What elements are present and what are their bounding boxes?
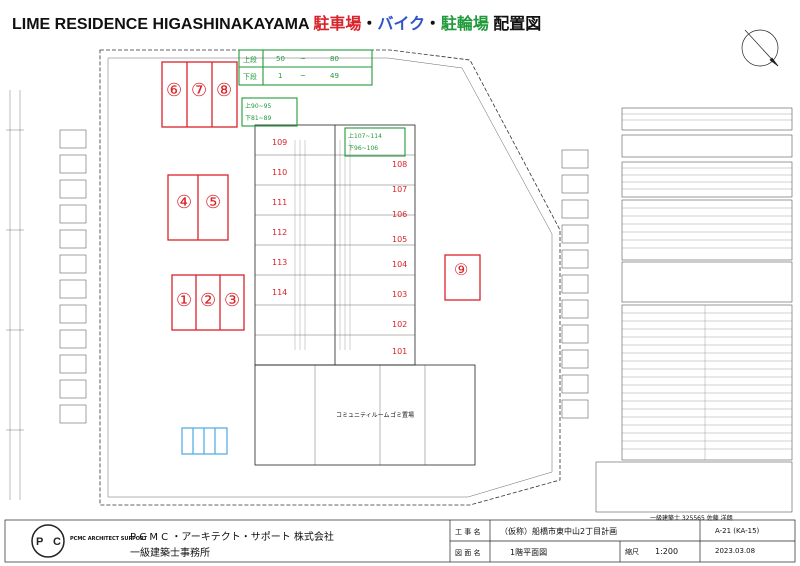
trash-area: ゴミ置場 [390,412,415,419]
svg-text:P: P [36,536,43,548]
parking-space-9: ⑨ [454,262,469,279]
bike-row1-to: 80 [330,55,339,63]
car-parking-top [161,61,238,128]
site-boundary [99,49,561,506]
parking-space-3: ③ [224,290,241,310]
scale-label: 縮尺 [625,548,639,556]
unit-107: 107 [392,185,408,194]
title-bicycle: 駐輪場 [440,16,489,33]
legend-rows [622,113,792,460]
legend-panels [595,107,793,513]
unit-105: 105 [392,235,408,244]
unit-101: 101 [392,347,408,356]
unit-114: 114 [272,288,288,297]
community-room: コミュニティルーム [336,412,390,419]
parking-space-5: ⑤ [205,192,222,212]
company-logo: P C [31,524,65,558]
left-neighbour-lots [59,129,87,424]
annotation-right-2: 下96~106 [348,145,379,152]
drawing-label: 図 面 名 [455,549,481,557]
bike-row2-tilde: ~ [300,72,306,80]
drawing-number: A-21 (KA-15) [715,527,760,535]
bike-row2-from: 1 [278,72,283,80]
title-bike: バイク [377,16,425,33]
staircase [294,140,351,350]
page-title: LIME RESIDENCE HIGASHINAKAYAMA 駐車場・バイク・駐… [12,10,541,34]
project-label: 工 事 名 [455,528,481,536]
north-arrow-icon [741,29,779,67]
title-sep-1: ・ [361,16,378,33]
unit-109: 109 [272,138,288,147]
project-name: （仮称）船橋市東中山2丁目計画 [500,527,618,536]
parking-space-6: ⑥ [166,80,183,100]
car-parking-mid [167,174,229,241]
parking-space-7: ⑦ [191,80,208,100]
inner-boundary [107,57,553,498]
parking-space-8: ⑧ [216,80,233,100]
unit-110: 110 [272,168,288,177]
annotation-left-1: 上90~95 [245,103,272,110]
parking-space-4: ④ [176,192,193,212]
parking-space-1: ① [176,290,193,310]
logo-text: PCMC ARCHITECT SUPPORT [70,536,148,542]
bike-row1-from: 50 [276,55,285,63]
office-type: 一級建築士事務所 [130,548,210,559]
left-dimension-lines [6,90,24,500]
unit-111: 111 [272,198,288,207]
unit-106: 106 [392,210,408,219]
title-parking: 駐車場 [313,16,362,33]
unit-103: 103 [392,290,408,299]
car-parking-right [444,254,481,301]
scale-value: 1:200 [655,547,679,556]
drawing-name: 1階平面図 [510,548,548,557]
architect-license: 一級建築士 325565 佐藤 洋朗 [650,515,733,522]
unit-113: 113 [272,258,288,267]
parking-space-2: ② [200,290,217,310]
car-parking-bottom [171,274,245,331]
title-block [4,519,796,563]
svg-text:C: C [53,536,61,548]
right-neighbour-lots [561,149,589,419]
title-sep-2: ・ [424,16,441,33]
unit-lines [255,154,426,465]
bike-row2-to: 49 [330,72,339,80]
unit-104: 104 [392,260,408,269]
annotation-right-1: 上107~114 [348,133,382,140]
drawing-date: 2023.03.08 [715,547,756,555]
unit-112: 112 [272,228,288,237]
unit-108: 108 [392,160,408,169]
company-name: P C M C ・アーキテクト・サポート 株式会社 [130,532,334,543]
bike-row1-tilde: ~ [300,55,306,63]
bicycle-racks [181,427,228,455]
title-layout: 配置図 [493,16,542,33]
bike-row1-label: 上段 [243,56,257,64]
bike-row2-label: 下段 [243,73,257,81]
title-property: LIME RESIDENCE HIGASHINAKAYAMA [12,16,309,33]
bike-areas [238,49,406,157]
unit-102: 102 [392,320,408,329]
annotation-left-2: 下81~89 [245,115,272,122]
